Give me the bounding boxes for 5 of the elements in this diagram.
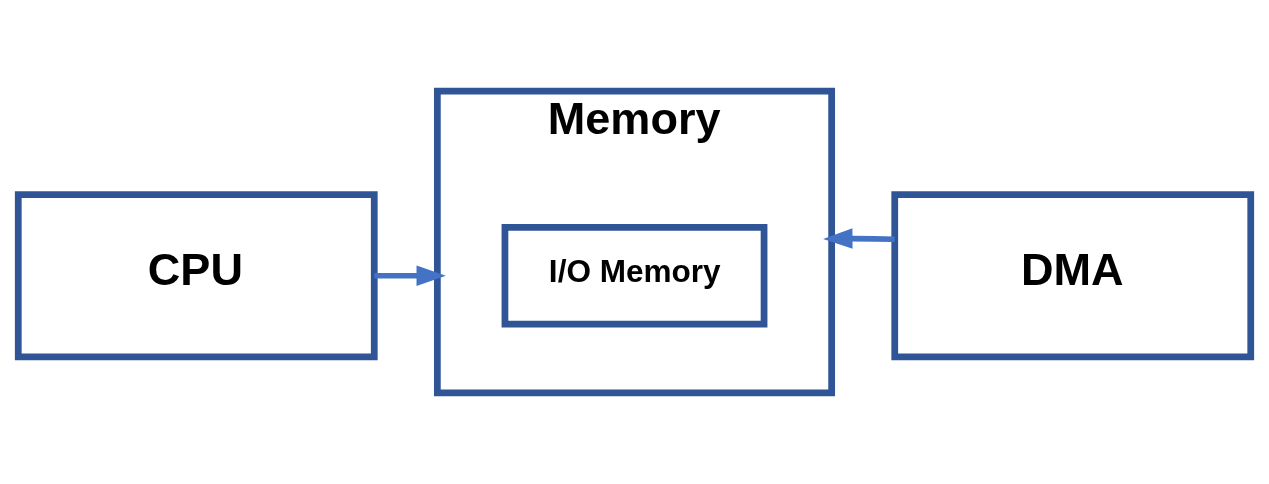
node-box: CPU <box>14 191 378 361</box>
arrow <box>823 228 895 249</box>
node-box: I/O Memory <box>501 223 768 328</box>
node-box: DMA <box>891 191 1255 361</box>
arrow <box>374 265 446 287</box>
